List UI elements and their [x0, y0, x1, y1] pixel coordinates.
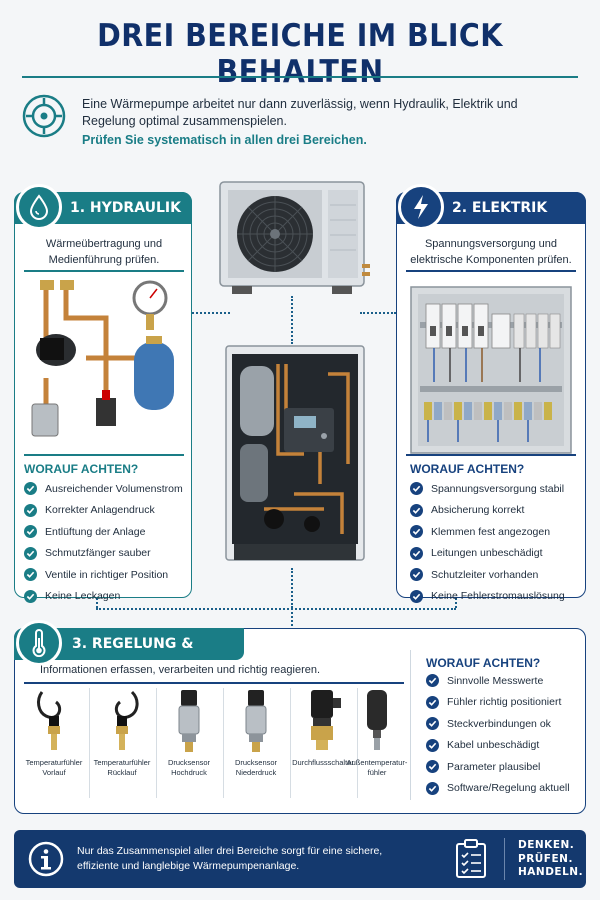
thermometer-icon: [16, 620, 62, 666]
check-circle-icon: [426, 760, 439, 774]
list-item: Software/Regelung aktuell: [426, 778, 570, 800]
list-item: Parameter plausibel: [426, 756, 570, 778]
sensor-separator: [357, 688, 358, 798]
sensor-separator: [156, 688, 157, 798]
footer-text: Nur das Zusammenspiel aller drei Bereich…: [77, 845, 383, 872]
electrical-cabinet-image: [410, 286, 572, 454]
check-circle-icon: [24, 482, 37, 496]
outdoor-temperature-sensor-icon: [367, 690, 387, 750]
temperature-sensor-icon: [114, 690, 139, 750]
page-title: DREI BEREICHE IM BLICK BEHALTEN: [97, 18, 503, 90]
regelung-title: 3. REGELUNG & SENSOREN: [72, 636, 194, 684]
hydraulik-divider: [24, 270, 184, 272]
hydraulik-components-image: [31, 280, 174, 437]
outdoor-unit-image: [219, 181, 370, 294]
list-item: Kabel unbeschädigt: [426, 735, 570, 757]
list-item: Steckverbindungen ok: [426, 713, 570, 735]
footer-slogan: DENKEN. PRÜFEN. HANDELN.: [518, 839, 584, 878]
regelung-vertical-divider: [410, 650, 411, 800]
lightning-icon: [398, 184, 444, 230]
elektrik-divider: [406, 270, 576, 272]
pressure-sensor-icon: [178, 690, 200, 752]
connector-line: [291, 296, 293, 344]
check-circle-icon: [410, 546, 423, 560]
footer-banner: Nur das Zusammenspiel aller drei Bereich…: [14, 830, 586, 888]
list-item: Korrekter Anlagendruck: [24, 500, 183, 522]
connector-line: [192, 312, 230, 314]
check-circle-icon: [410, 525, 423, 539]
connector-line: [291, 568, 293, 608]
elektrik-divider-2: [406, 454, 576, 456]
list-item: Schmutzfänger sauber: [24, 543, 183, 565]
hydraulik-title: 1. HYDRAULIK: [70, 200, 181, 216]
connector-line: [360, 312, 396, 314]
regelung-subtitle: Informationen erfassen, verarbeiten und …: [40, 664, 321, 676]
title-divider: [22, 76, 578, 78]
check-circle-icon: [426, 717, 439, 731]
elektrik-checklist-title: WORAUF ACHTEN?: [410, 462, 525, 476]
check-circle-icon: [410, 589, 423, 603]
elektrik-subtitle: Spannungsversorgung und elektrische Komp…: [410, 238, 572, 266]
list-item: Fühler richtig positioniert: [426, 692, 570, 714]
list-item: Spannungsversorgung stabil: [410, 478, 565, 500]
intro-highlight: Prüfen Sie systematisch in allen drei Be…: [82, 133, 367, 147]
check-circle-icon: [410, 482, 423, 496]
connector-line: [291, 608, 293, 630]
connector-line: [96, 598, 98, 608]
hydraulik-checklist: Ausreichender Volumenstrom Korrekter Anl…: [24, 478, 183, 607]
check-circle-icon: [426, 781, 439, 795]
list-item: Ausreichender Volumenstrom: [24, 478, 183, 500]
connector-line: [96, 608, 456, 610]
list-item: Entlüftung der Anlage: [24, 521, 183, 543]
list-item: Absicherung korrekt: [410, 500, 565, 522]
sensor-separator: [223, 688, 224, 798]
info-icon: [28, 841, 64, 877]
elektrik-title: 2. ELEKTRIK: [452, 200, 548, 216]
regelung-checklist: Sinnvolle Messwerte Fühler richtig posit…: [426, 670, 570, 799]
hydraulik-checklist-title: WORAUF ACHTEN?: [24, 462, 139, 476]
list-item: Leitungen unbeschädigt: [410, 543, 565, 565]
check-circle-icon: [24, 503, 37, 517]
check-circle-icon: [24, 589, 37, 603]
list-item: Keine Leckagen: [24, 586, 183, 608]
regelung-checklist-title: WORAUF ACHTEN?: [426, 656, 541, 670]
intro-text: Eine Wärmepumpe arbeitet nur dann zuverl…: [82, 97, 518, 128]
check-circle-icon: [24, 546, 37, 560]
hydraulik-divider-2: [24, 454, 184, 456]
check-circle-icon: [426, 674, 439, 688]
sensor-aussentemperatur: Außentemperatur-fühler: [344, 688, 410, 778]
water-drop-icon: [16, 184, 62, 230]
check-circle-icon: [426, 695, 439, 709]
target-icon: [22, 94, 66, 138]
list-item: Schutzleiter vorhanden: [410, 564, 565, 586]
intro-section: Eine Wärmepumpe arbeitet nur dann zuverl…: [22, 92, 578, 152]
list-item: Klemmen fest angezogen: [410, 521, 565, 543]
clipboard-checklist-icon: [456, 839, 486, 878]
sensor-separator: [290, 688, 291, 798]
check-circle-icon: [410, 503, 423, 517]
list-item: Keine Fehlerstromauslösung: [410, 586, 565, 608]
list-item: Ventile in richtiger Position: [24, 564, 183, 586]
check-circle-icon: [426, 738, 439, 752]
elektrik-checklist: Spannungsversorgung stabil Absicherung k…: [410, 478, 565, 607]
sensor-durchfluss: Durchflussschalter: [282, 688, 364, 768]
hydraulik-subtitle: Wärmeübertragung und Medienführung prüfe…: [45, 238, 163, 266]
regelung-divider: [24, 682, 404, 684]
check-circle-icon: [24, 568, 37, 582]
check-circle-icon: [24, 525, 37, 539]
sensor-separator: [89, 688, 90, 798]
footer-divider: [504, 838, 505, 880]
list-item: Sinnvolle Messwerte: [426, 670, 570, 692]
indoor-unit-image: [225, 345, 365, 561]
pressure-sensor-icon: [245, 690, 267, 752]
flow-switch-icon: [311, 690, 341, 750]
temperature-sensor-icon: [37, 691, 62, 750]
connector-line: [455, 598, 457, 608]
check-circle-icon: [410, 568, 423, 582]
